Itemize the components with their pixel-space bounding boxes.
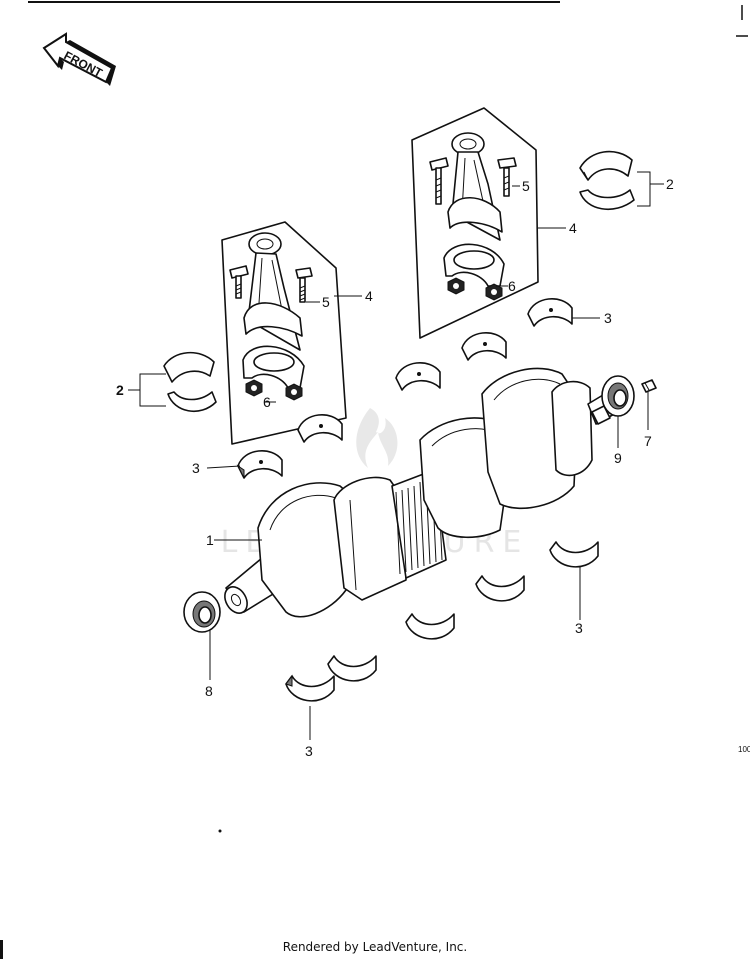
left-edge-mark: [0, 940, 3, 959]
bolt: [295, 267, 313, 303]
nut: [447, 277, 465, 295]
connecting-rod-box-right: [411, 107, 539, 339]
bolt: [229, 265, 249, 299]
bearing-insert: [285, 674, 335, 702]
callout-5-left: 5: [322, 294, 330, 310]
bearing-insert: [549, 541, 599, 568]
nut: [485, 283, 503, 301]
callout-6-left: 6: [263, 394, 271, 410]
bolt: [497, 157, 517, 197]
box-outline: [411, 107, 539, 339]
oil-seal: [183, 591, 221, 633]
callout-3-upper-right: 3: [604, 310, 612, 326]
bearing-inserts: [236, 298, 599, 702]
bearing-insert: [297, 414, 343, 443]
callout-7: 7: [644, 433, 652, 449]
bearing-insert: [327, 655, 377, 682]
callout-6-right: 6: [508, 278, 516, 294]
nut: [285, 383, 303, 401]
connecting-rod: [242, 232, 305, 389]
callout-1: 1: [206, 532, 214, 548]
bearing-insert-pair: [163, 351, 217, 412]
bearing-insert: [461, 332, 507, 361]
callouts: 1 2 2 3 3 3 3 4 4 5 5 6 6 7 8 9: [116, 176, 674, 759]
nut: [245, 379, 263, 397]
crankshaft: [224, 367, 619, 618]
connecting-rod-box-left: [221, 221, 347, 445]
bearing-insert-pair: [579, 150, 635, 210]
bearing-insert: [527, 298, 573, 327]
dowel-pin: [641, 379, 657, 393]
bolt: [429, 157, 449, 205]
callout-4-left: 4: [365, 288, 373, 304]
callout-8: 8: [205, 683, 213, 699]
bearing-insert: [405, 613, 455, 640]
callout-2-left: 2: [116, 382, 124, 398]
callout-5-right: 5: [522, 178, 530, 194]
stray-dot: [218, 829, 222, 833]
connecting-rod: [443, 132, 505, 287]
footer-credit: Rendered by LeadVenture, Inc.: [282, 940, 468, 954]
callout-3-lower-right: 3: [575, 620, 583, 636]
edge-text: 100: [738, 745, 750, 754]
leader-lines: [128, 171, 664, 740]
callout-2-right: 2: [666, 176, 674, 192]
front-arrow-icon: FRONT: [42, 32, 116, 86]
callout-3-lower-left: 3: [305, 743, 313, 759]
callout-9: 9: [614, 450, 622, 466]
box-outline: [221, 221, 347, 445]
callout-4-right: 4: [569, 220, 577, 236]
callout-3-upper-left: 3: [192, 460, 200, 476]
corner-mark: [736, 5, 748, 37]
bearing-insert: [236, 450, 283, 479]
bearing-insert: [475, 575, 525, 602]
bearing-insert: [395, 362, 441, 391]
oil-seal: [601, 375, 635, 417]
